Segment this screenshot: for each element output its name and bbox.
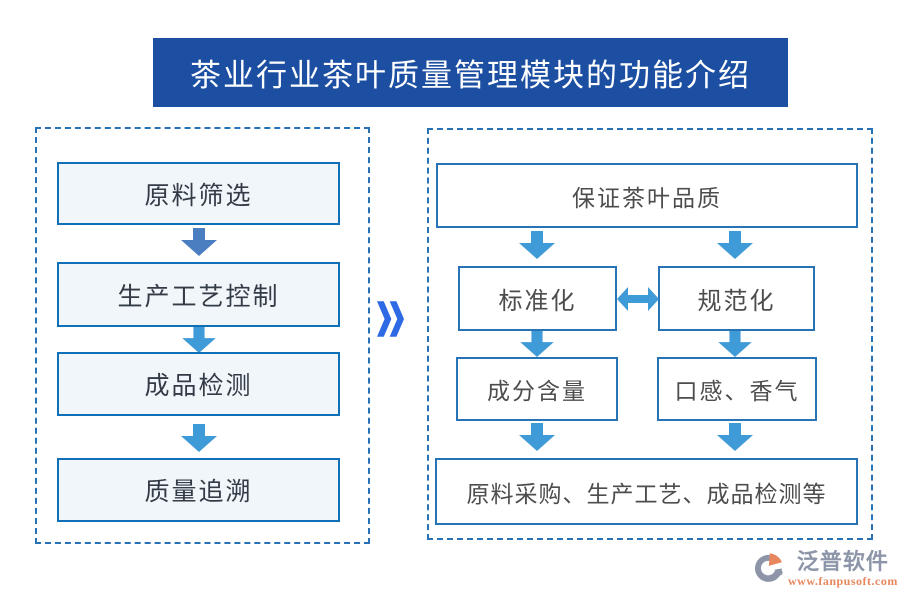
flow-box-taste-aroma: 口感、香气 [657, 357, 817, 421]
fanpu-logo: 泛普软件 www.fanpusoft.com [750, 549, 898, 588]
flow-box-standardization: 标准化 [458, 266, 617, 331]
flow-box-ingredient-content: 成分含量 [456, 357, 618, 421]
left-flow-panel: 原料筛选 生产工艺控制 成品检测 质量追溯 [35, 127, 370, 544]
flow-box-guarantee-tea-quality: 保证茶叶品质 [436, 163, 858, 228]
down-arrow-icon [718, 331, 752, 357]
fanpu-logo-icon [754, 553, 783, 582]
down-arrow-icon [717, 423, 753, 451]
flow-box-quality-traceability: 质量追溯 [57, 458, 340, 522]
double-headed-arrow-icon [617, 287, 659, 311]
flow-box-production-process-control: 生产工艺控制 [57, 262, 340, 327]
double-chevron-icon [377, 301, 404, 337]
logo-text-block: 泛普软件 www.fanpusoft.com [788, 549, 898, 588]
down-arrow-icon [520, 331, 554, 357]
down-arrow-icon [717, 231, 753, 259]
down-arrow-icon [181, 228, 217, 256]
down-arrow-icon [181, 424, 217, 452]
flow-box-normalization: 规范化 [658, 266, 815, 331]
down-arrow-icon [519, 423, 555, 451]
flow-box-finished-product-testing: 成品检测 [57, 352, 340, 416]
title-banner: 茶业行业茶叶质量管理模块的功能介绍 [153, 38, 788, 107]
down-arrow-icon [519, 231, 555, 259]
page-title: 茶业行业茶叶质量管理模块的功能介绍 [190, 58, 751, 93]
logo-name: 泛普软件 [796, 549, 889, 574]
logo-url: www.fanpusoft.com [788, 574, 898, 588]
flow-box-raw-material-screening: 原料筛选 [57, 162, 340, 225]
down-arrow-icon [182, 327, 216, 353]
right-flow-panel: 保证茶叶品质 标准化 规范化 成分含量 口感、香气 原料采购、生产工艺、成品检测… [427, 128, 873, 540]
flow-box-procurement-process-testing: 原料采购、生产工艺、成品检测等 [435, 458, 858, 525]
